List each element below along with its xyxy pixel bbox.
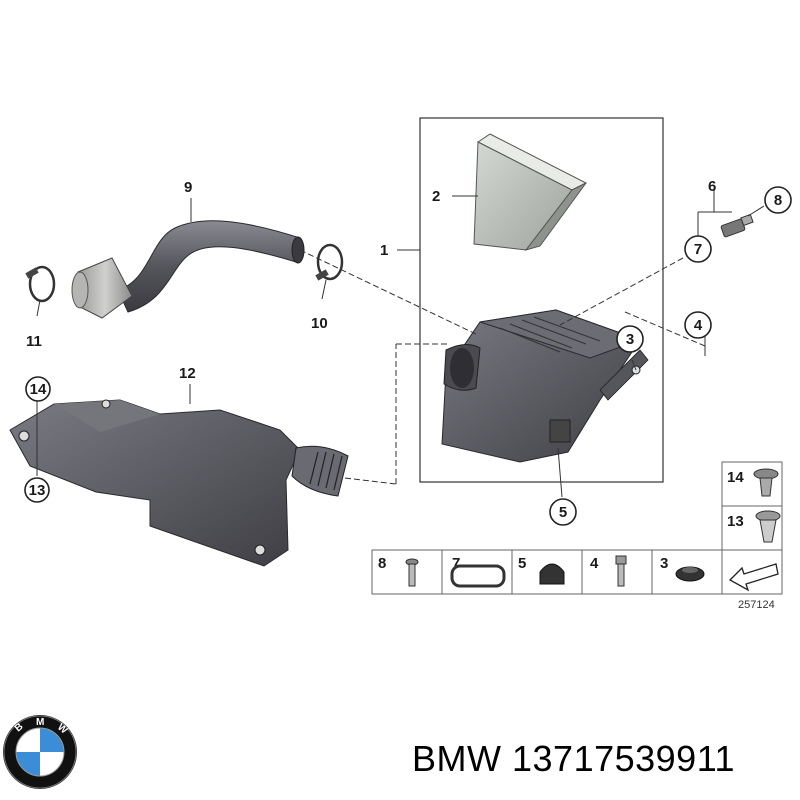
clip-13-icon [755,510,781,543]
svg-text:7: 7 [452,555,460,572]
svg-text:14: 14 [727,469,744,486]
svg-text:M: M [36,717,44,728]
hose-clamp-right [315,243,344,281]
svg-text:12: 12 [179,365,196,382]
bolt-4-icon [615,555,627,587]
arrow-icon [728,563,779,592]
assembly-frame [419,117,664,483]
svg-text:13: 13 [29,482,46,499]
svg-text:11: 11 [26,333,42,350]
callout-8: 8 [764,186,792,214]
bolt-8-icon [405,558,419,587]
callout-6: 6 [708,178,716,195]
svg-text:13: 13 [727,513,744,530]
svg-text:2: 2 [432,188,440,205]
sensor-part [720,213,754,238]
callout-13: 13 [24,477,50,503]
svg-text:3: 3 [626,331,634,348]
svg-text:8: 8 [774,192,782,209]
intake-duct [9,399,349,567]
svg-text:5: 5 [559,504,567,521]
gasket-7-icon [450,564,506,588]
clip-14-icon [753,468,779,497]
leader-lines [36,190,765,498]
callout-9: 9 [184,179,192,196]
callout-11: 11 [26,333,42,350]
callout-12: 12 [179,365,196,382]
callout-3: 3 [616,325,644,353]
hose-clamp-left [25,265,56,303]
intake-hose [71,220,305,319]
svg-text:9: 9 [184,179,192,196]
svg-text:10: 10 [311,315,328,332]
svg-text:3: 3 [660,555,668,572]
air-filter-element [473,133,588,251]
legend-row: 8 7 5 4 3 [371,549,783,595]
callout-5: 5 [549,498,577,526]
callout-1: 1 [380,242,388,259]
part-caption: BMW 13717539911 [412,738,735,780]
part-number: 13717539911 [512,738,736,779]
cap-5-icon [539,563,565,585]
callout-2: 2 [432,188,440,205]
callout-10: 10 [311,315,328,332]
callout-14: 14 [25,376,51,402]
svg-text:6: 6 [708,178,716,195]
legend-side: 14 13 [721,461,783,553]
diagram-ref-number: 257124 [738,599,775,611]
svg-text:14: 14 [30,381,47,398]
svg-text:1: 1 [380,242,388,259]
svg-text:4: 4 [694,317,703,334]
svg-text:8: 8 [378,555,386,572]
svg-text:4: 4 [590,555,599,572]
brand-name: BMW [412,738,502,779]
svg-text:7: 7 [694,241,702,258]
bmw-logo: B M W [3,715,77,789]
callout-4: 4 [684,311,712,339]
callout-7: 7 [684,235,712,263]
grommet-3-icon [675,566,705,582]
svg-text:5: 5 [518,555,526,572]
